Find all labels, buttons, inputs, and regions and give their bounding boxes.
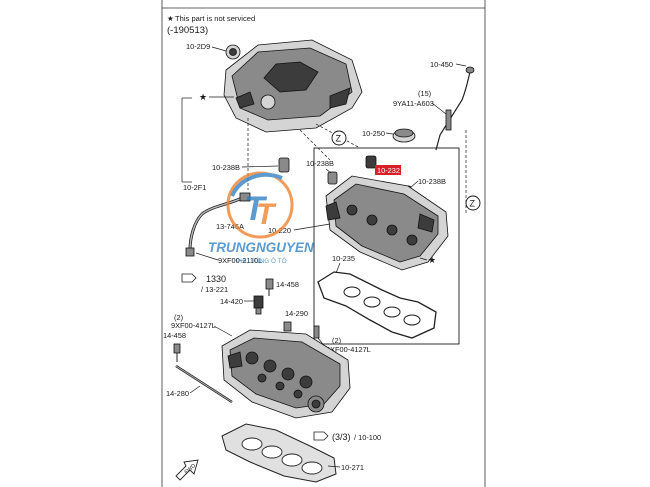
label-14-458-top: 14-458: [276, 280, 299, 289]
label-10-232: 10-232: [377, 166, 400, 175]
leader-9xf00-2110l: [195, 252, 219, 261]
leader-10-235: [335, 262, 341, 274]
sensor-14-458: [265, 278, 274, 296]
label-9xf00-2110l: 9XF00-2110L: [218, 256, 262, 265]
leader-14-280: [189, 385, 201, 394]
label-10-250: 10-250: [362, 129, 385, 138]
watermark-brand: TRUNGNGUYEN: [208, 240, 314, 255]
cover-grommet-2d9: [225, 44, 241, 60]
z-marker-right: [465, 195, 481, 211]
label-3-3: (3/3): [332, 432, 351, 442]
engine-cover: [223, 39, 363, 133]
label-13-221: / 13-221: [201, 285, 228, 294]
leader-10-250: [385, 132, 394, 135]
ref-arrow-10-100: [313, 431, 329, 441]
leader-10-450: [455, 63, 467, 67]
label-15: (15): [418, 89, 431, 98]
label-9ya11-a603: 9YA11-A603: [393, 99, 434, 108]
label-10-235: 10-235: [332, 254, 355, 263]
label-10-2d9: 10-2D9: [186, 42, 210, 51]
leader-valve-star: [419, 257, 428, 261]
head-gasket: [221, 423, 337, 483]
label-14-280: 14-280: [166, 389, 189, 398]
watermark-sub: PHỤ TÙNG Ô TÔ: [236, 256, 287, 265]
valve-cover: [325, 175, 449, 271]
grommet-238b-left: [278, 157, 290, 173]
label-10-238b-left: 10-238B: [212, 163, 240, 172]
label-14-458-bottom: 14-458: [163, 331, 186, 340]
label-14-290: 14-290: [285, 309, 308, 318]
fuel-rail-14-280: [175, 364, 233, 404]
grommet-238b-top: [365, 155, 377, 169]
label-10-271: 10-271: [341, 463, 364, 472]
label-9xf00-4127l-left: 9XF00-4127L: [171, 321, 216, 330]
leader-10-238b-box: [325, 168, 332, 174]
grommet-238b-box-left: [327, 171, 338, 185]
label-2-left: (2): [174, 313, 183, 322]
header-note: This part is not serviced: [175, 14, 255, 23]
leader-9ya11: [431, 102, 447, 115]
label-10-238b-right: 10-238B: [418, 177, 446, 186]
z-marker-top-label: Z: [336, 134, 342, 144]
highlight-10-232: [375, 165, 401, 175]
leader-10-238b-right: [409, 180, 419, 189]
svg-text:T: T: [244, 190, 268, 228]
sensor-14-458-bottom: [173, 343, 181, 362]
valve-cover-star: ★: [428, 255, 436, 265]
valve-cover-group-box: [313, 147, 460, 345]
sensor-14-420: [253, 295, 264, 315]
label-13-746a: 13-746A: [216, 222, 244, 231]
cylinder-head: [221, 329, 351, 419]
leader-10-2d9: [211, 46, 227, 52]
label-10-2f1: 10-2F1: [183, 183, 206, 192]
svg-text:T: T: [256, 198, 277, 231]
pcv-hose: [185, 192, 251, 257]
leader-10-238b-left: [241, 165, 279, 168]
header-note-star-cover: ★: [199, 92, 207, 102]
valve-cover-gasket: [317, 271, 437, 339]
leader-10-271: [327, 465, 341, 468]
label-10-450: 10-450: [430, 60, 453, 69]
ref-arrow-1330: [181, 273, 197, 283]
header-note-star: ★: [167, 14, 174, 23]
oil-filler-cap: [392, 128, 416, 143]
leader-10-220: [293, 223, 331, 231]
bolt-right: [313, 325, 320, 339]
oil-dipstick: [435, 66, 475, 151]
label-2-right: (2): [332, 336, 341, 345]
z-marker-right-label: Z: [470, 199, 476, 209]
header-code: (-190513): [167, 25, 208, 36]
label-9xf00-4127l-right: 9XF00-4127L: [326, 345, 371, 354]
fwd-arrow-icon: FWD: [175, 459, 199, 481]
label-1330: 1330: [206, 274, 226, 284]
label-10-100: / 10-100: [354, 433, 381, 442]
label-10-238b-box: 10-238B: [306, 159, 334, 168]
label-14-420: 14-420: [220, 297, 243, 306]
leader-9xf00-4127l-left: [213, 325, 233, 337]
z-marker-top: [331, 130, 347, 146]
watermark-logo: T T: [226, 171, 294, 239]
camshaft-sensor-14-290: [283, 321, 292, 332]
dash-cover-b: [299, 129, 331, 161]
